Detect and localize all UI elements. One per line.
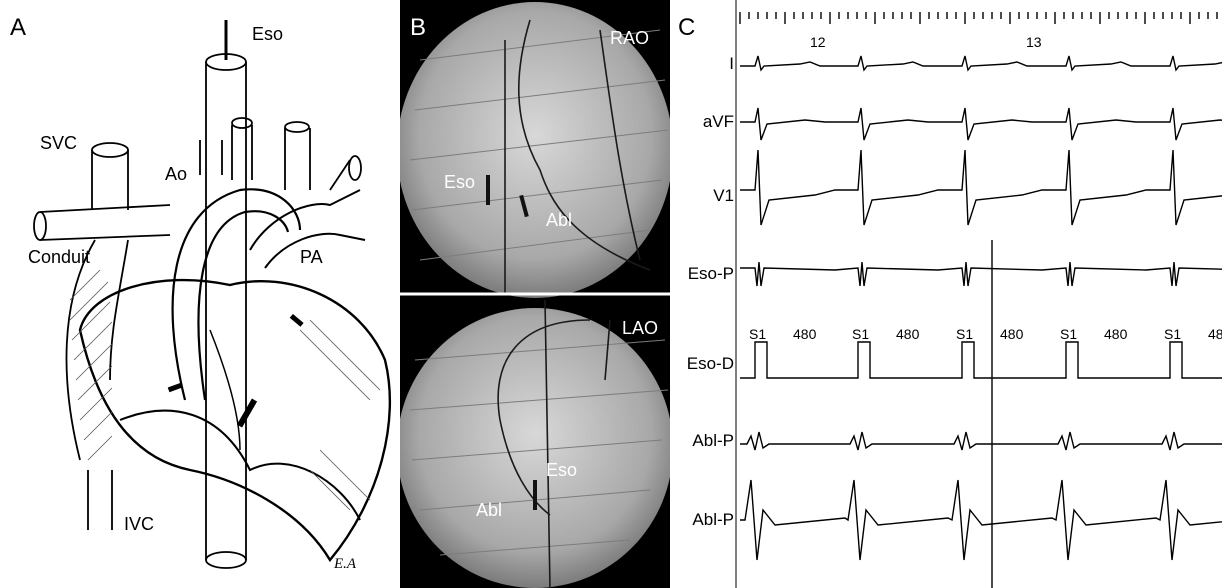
label-ivc: IVC: [124, 514, 154, 535]
label-ao: Ao: [165, 164, 187, 185]
trace-abl-p-2: [740, 480, 1222, 560]
pacing-stim-label: S1: [749, 326, 766, 342]
pacing-stim-label: S1: [1164, 326, 1181, 342]
label-svc: SVC: [40, 133, 77, 154]
lao-abl-label: Abl: [476, 500, 502, 521]
lead-label-eso-p: Eso-P: [670, 264, 734, 284]
lead-label-v1: V1: [670, 186, 734, 206]
trace-lead-v1: [740, 150, 1222, 225]
panel-c-electrograms: C 12 13 I aVF V1 Eso-P Eso-D Abl-P Abl-P…: [670, 0, 1222, 588]
trace-lead-i: [740, 56, 1222, 70]
pacing-interval-label: 480: [896, 326, 919, 342]
pacing-interval-label: 480: [793, 326, 816, 342]
artist-signature: E.A: [334, 556, 356, 573]
trace-eso-p: [740, 262, 1222, 286]
pacing-stim-label: S1: [956, 326, 973, 342]
lead-label-eso-d: Eso-D: [670, 354, 734, 374]
trace-lead-avf: [740, 108, 1222, 140]
lao-view-label: LAO: [622, 318, 658, 339]
pacing-interval-label: 480: [1104, 326, 1127, 342]
panel-b-fluoroscopy: B RAO Eso Abl LAO Eso Abl: [400, 0, 670, 588]
tracings: [670, 0, 1222, 588]
lead-label-abl-p-2: Abl-P: [670, 510, 734, 530]
pacing-interval-label: 480: [1000, 326, 1023, 342]
lead-label-i: I: [670, 54, 734, 74]
timeline-mark-13: 13: [1026, 34, 1042, 50]
fluoroscopy-images: [400, 0, 670, 588]
heart-illustration: [0, 0, 400, 588]
lead-label-avf: aVF: [670, 112, 734, 132]
pacing-stim-label: S1: [1060, 326, 1077, 342]
rao-view-label: RAO: [610, 28, 649, 49]
rao-abl-label: Abl: [546, 210, 572, 231]
label-conduit: Conduit: [28, 247, 90, 268]
panel-a-heart-drawing: A Eso SVC Ao Conduit PA IVC E.A: [0, 0, 400, 588]
rao-eso-label: Eso: [444, 172, 475, 193]
trace-eso-d: [740, 342, 1222, 378]
panel-a-letter: A: [10, 14, 26, 42]
panel-c-letter: C: [678, 14, 695, 42]
label-eso: Eso: [252, 24, 283, 45]
trace-abl-p-1: [740, 432, 1222, 450]
label-pa: PA: [300, 247, 323, 268]
lao-eso-label: Eso: [546, 460, 577, 481]
pacing-interval-label: 480: [1208, 326, 1222, 342]
lead-label-abl-p-1: Abl-P: [670, 431, 734, 451]
panel-b-letter: B: [410, 14, 426, 42]
pacing-stim-label: S1: [852, 326, 869, 342]
timeline-mark-12: 12: [810, 34, 826, 50]
